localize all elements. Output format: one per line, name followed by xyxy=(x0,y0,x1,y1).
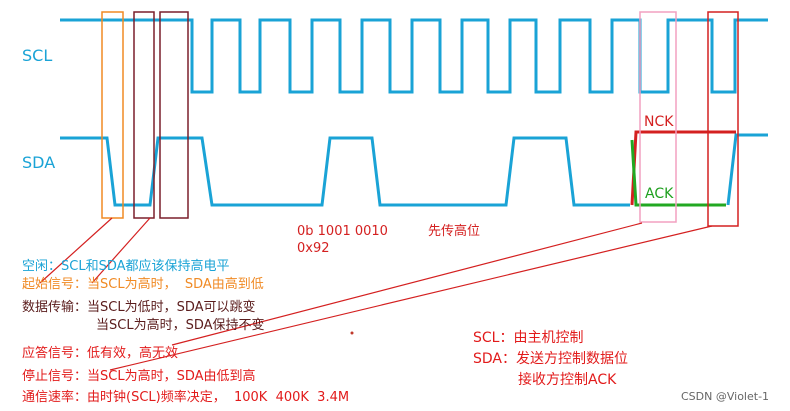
data-box-1 xyxy=(133,11,155,219)
watermark: CSDN @Violet-1 xyxy=(681,390,770,403)
role-sda-1: SDA：发送方控制数据位 xyxy=(473,351,628,367)
data-box-2 xyxy=(159,11,189,219)
note-ack: 应答信号：低有效，高无效 xyxy=(22,346,179,361)
sda-label: SDA xyxy=(22,153,56,172)
pointer-stop xyxy=(109,225,713,371)
sda-idle-line xyxy=(726,133,768,206)
note-transfer-2: 当SCL为高时，SDA保持不变 xyxy=(96,318,265,333)
data-binary: 0b 1001 0010 xyxy=(297,224,388,239)
note-stop: 停止信号：当SCL为高时，SDA由低到高 xyxy=(22,369,256,384)
scl-label: SCL xyxy=(22,46,53,65)
dot-mark xyxy=(350,331,354,335)
note-rate: 通信速率：由时钟(SCL)频率决定， 100K 400K 3.4M xyxy=(22,390,350,405)
stop-box xyxy=(707,11,739,227)
data-hex: 0x92 xyxy=(297,241,330,256)
data-note: 先传高位 xyxy=(428,224,481,239)
ack-box xyxy=(639,11,677,223)
ack-label: ACK xyxy=(645,186,674,202)
ack-level xyxy=(630,139,726,207)
role-scl: SCL：由主机控制 xyxy=(473,330,584,346)
pointer-ack xyxy=(171,222,643,346)
note-transfer-1: 数据传输：当SCL为低时，SDA可以跳变 xyxy=(22,300,256,315)
sda-waveform xyxy=(60,136,630,207)
note-idle: 空闲：SCL和SDA都应该保持高电平 xyxy=(22,259,230,274)
nck-label: NCK xyxy=(644,114,674,130)
start-box xyxy=(101,11,124,219)
role-sda-2: 接收方控制ACK xyxy=(518,372,617,388)
note-start: 起始信号：当SCL为高时， SDA由高到低 xyxy=(22,277,264,292)
pointer-data xyxy=(91,217,151,284)
pointer-start xyxy=(39,217,113,284)
scl-waveform xyxy=(60,18,768,94)
